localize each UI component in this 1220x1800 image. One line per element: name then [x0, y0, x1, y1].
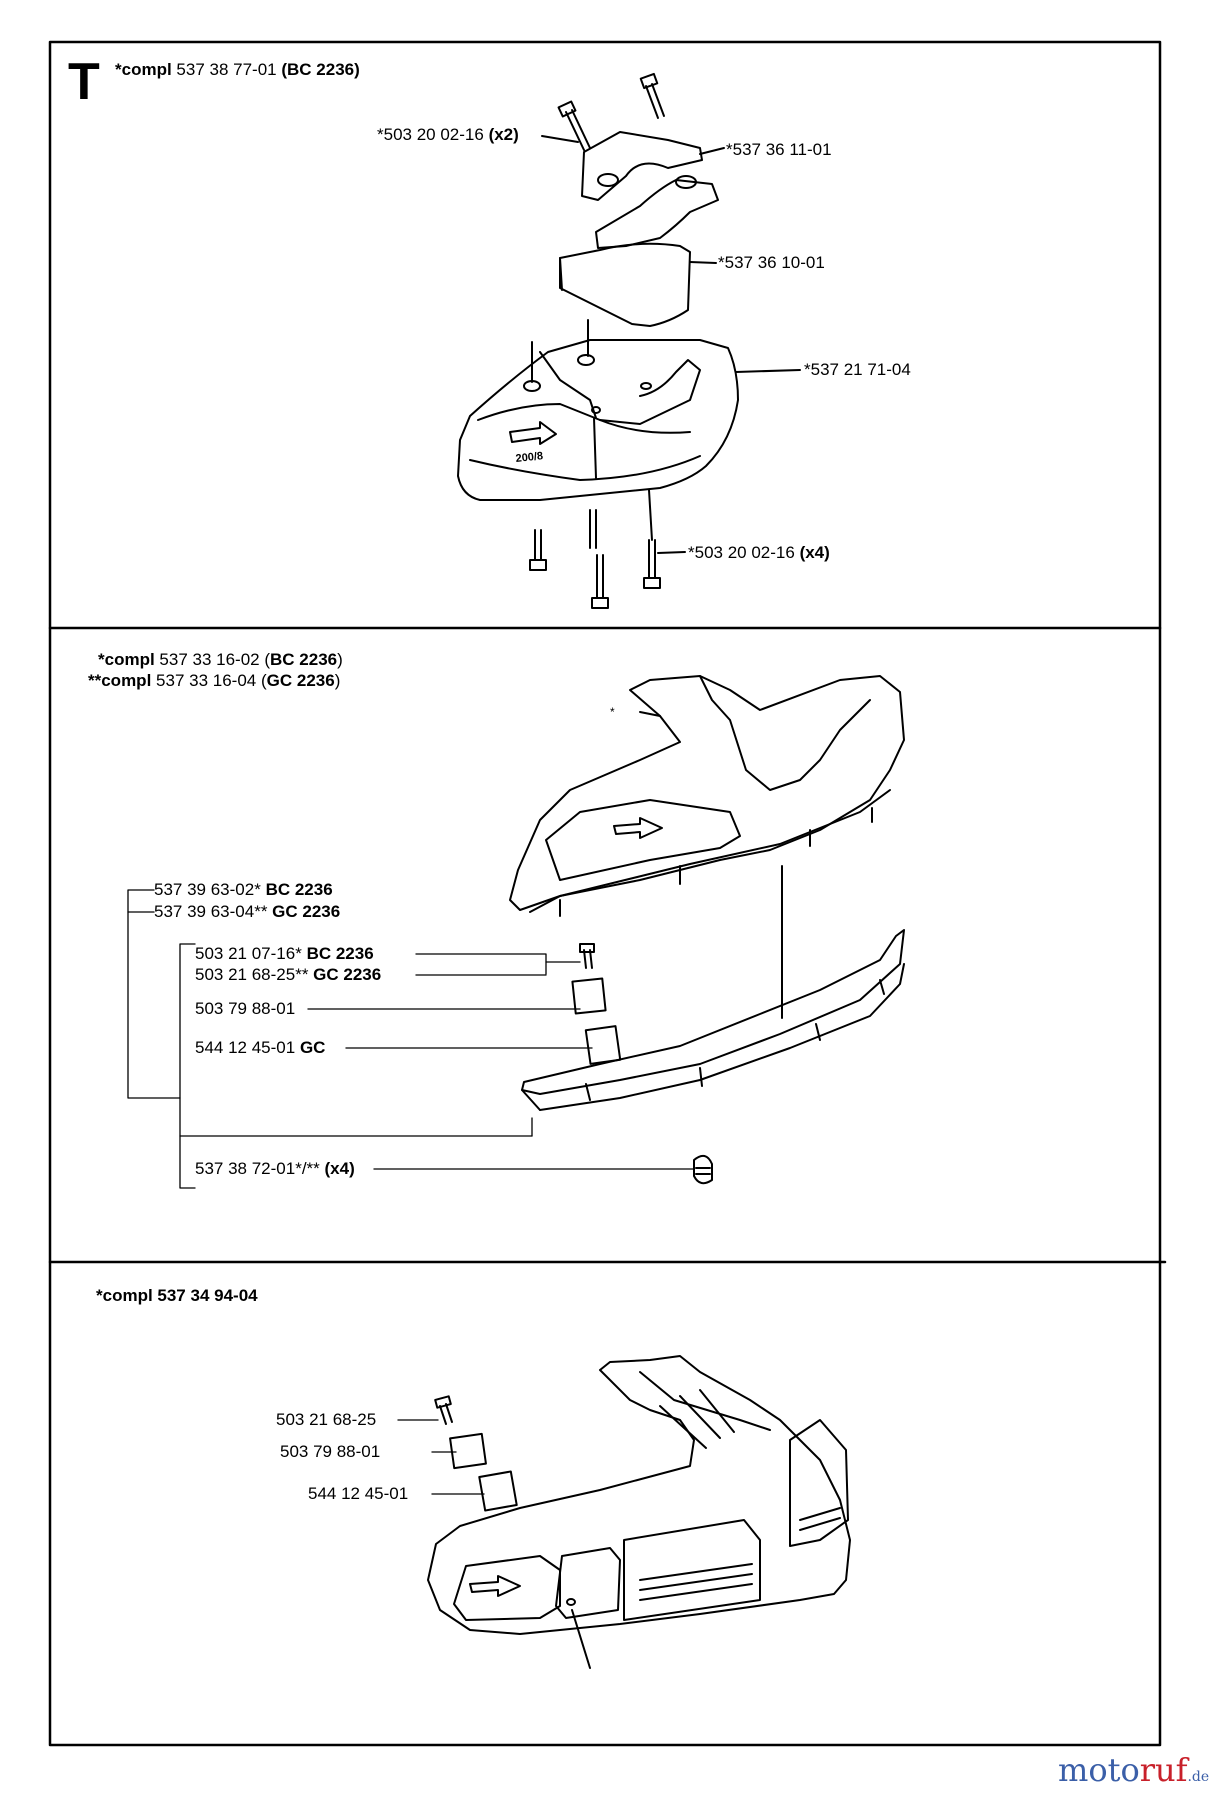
assembly-title: *compl 537 34 94-04	[96, 1286, 258, 1305]
assembly-prefix: *compl	[115, 60, 172, 79]
screw-small	[579, 943, 595, 969]
assembly-label: *compl 537 33 16-02 (BC 2236)	[98, 650, 343, 670]
part-label: 503 21 07-16* BC 2236	[195, 944, 374, 964]
part-number: *537 36 11-01	[726, 140, 832, 159]
assembly-label: *compl 537 38 77-01 (BC 2236)	[115, 60, 360, 80]
watermark-part: moto	[1058, 1751, 1140, 1789]
holder-block	[559, 242, 691, 327]
part-number: 503 79 88-01	[195, 999, 296, 1018]
part-number: 503 21 68-25	[276, 1410, 377, 1429]
part-qty: (x4)	[324, 1159, 355, 1178]
part-number: 503 21 68-25**	[195, 965, 309, 984]
screw-top-right	[639, 72, 665, 119]
part-number: 503 79 88-01	[280, 1442, 381, 1461]
clamp-upper	[581, 131, 703, 201]
arrow-icon	[509, 421, 557, 445]
guard-compl-drawing	[427, 1355, 851, 1635]
paren-close: )	[334, 671, 341, 690]
screw-top-left	[557, 100, 591, 151]
part-number: 503 21 07-16*	[195, 944, 302, 963]
part-model: GC 2236	[313, 965, 382, 984]
arrow-icon	[613, 817, 663, 839]
assembly-label: *compl 537 34 94-04	[96, 1286, 258, 1306]
part-label: 503 79 88-01	[280, 1442, 380, 1462]
assembly-number: 537 33 16-02	[159, 650, 260, 669]
part-label: 503 21 68-25** GC 2236	[195, 965, 381, 985]
arrow-icon	[469, 1575, 521, 1597]
assembly-label: **compl 537 33 16-04 (GC 2236)	[88, 671, 340, 691]
assembly-prefix: *compl	[98, 650, 155, 669]
part-label: 537 38 72-01*/** (x4)	[195, 1159, 355, 1179]
part-label: 537 39 63-04** GC 2236	[154, 902, 340, 922]
star-mark: *	[610, 705, 615, 719]
watermark-logo: motoruf.de	[1058, 1752, 1209, 1795]
assembly-number: 537 33 16-04	[156, 671, 257, 690]
part-label: *503 20 02-16 (x4)	[688, 543, 830, 563]
section-letter: T	[68, 53, 100, 111]
plate-3	[449, 1432, 487, 1470]
paren-open: (	[264, 650, 271, 669]
part-label: 503 21 68-25	[276, 1410, 376, 1430]
paren-close: )	[337, 650, 343, 669]
part-label: *537 36 10-01	[718, 253, 825, 273]
watermark-part: ruf	[1139, 1751, 1188, 1789]
part-model: GC 2236	[272, 902, 341, 921]
part-label: *503 20 02-16 (x2)	[377, 125, 519, 145]
screw-small-3	[434, 1395, 453, 1425]
part-number: *503 20 02-16	[688, 543, 795, 562]
screw-bottom-4	[643, 539, 661, 589]
nut-block	[584, 1025, 622, 1065]
assembly-number: 537 38 77-01	[176, 60, 277, 79]
assembly-model: BC 2236	[270, 650, 338, 669]
paren-open: (	[260, 671, 267, 690]
part-label: 537 39 63-02* BC 2236	[154, 880, 333, 900]
diagram-frame	[48, 40, 1162, 1747]
screw-bottom-2	[589, 509, 597, 549]
part-number: 537 39 63-04**	[154, 902, 268, 921]
guard-marking: 200/8	[515, 450, 544, 465]
assembly-model: (BC 2236)	[281, 60, 360, 79]
part-number: *503 20 02-16	[377, 125, 484, 144]
part-label: *537 36 11-01	[726, 140, 832, 160]
part-label: *537 21 71-04	[804, 360, 911, 380]
part-qty: (x4)	[799, 543, 830, 562]
screw-bottom-1	[529, 529, 547, 571]
part-number: 544 12 45-01	[308, 1484, 409, 1503]
nut-block-3	[478, 1470, 518, 1512]
part-label: 544 12 45-01	[308, 1484, 408, 1504]
part-number: *537 21 71-04	[804, 360, 911, 379]
trimmer-guard-assembly-drawing	[457, 72, 739, 609]
part-model: BC 2236	[265, 880, 333, 899]
part-model: GC	[299, 1038, 326, 1057]
part-number: *537 36 10-01	[718, 253, 825, 272]
watermark-part: .de	[1187, 1769, 1210, 1785]
guard-lower-drawing	[521, 929, 905, 1111]
guard-body	[457, 339, 739, 501]
plate	[571, 977, 607, 1015]
part-number: 537 39 63-02*	[154, 880, 261, 899]
screw-bottom-3	[591, 554, 609, 609]
part-number: 544 12 45-01	[195, 1038, 296, 1057]
assembly-prefix: **compl	[88, 671, 152, 690]
part-number: 537 38 72-01*/**	[195, 1159, 320, 1178]
part-label: 503 79 88-01	[195, 999, 295, 1019]
part-qty: (x2)	[488, 125, 519, 144]
part-label: 544 12 45-01 GC	[195, 1038, 325, 1058]
assembly-model: GC 2236	[266, 671, 335, 690]
part-model: BC 2236	[306, 944, 374, 963]
clip	[693, 1154, 713, 1185]
guard-upper-drawing	[509, 675, 905, 917]
clamp-lower	[595, 179, 719, 249]
